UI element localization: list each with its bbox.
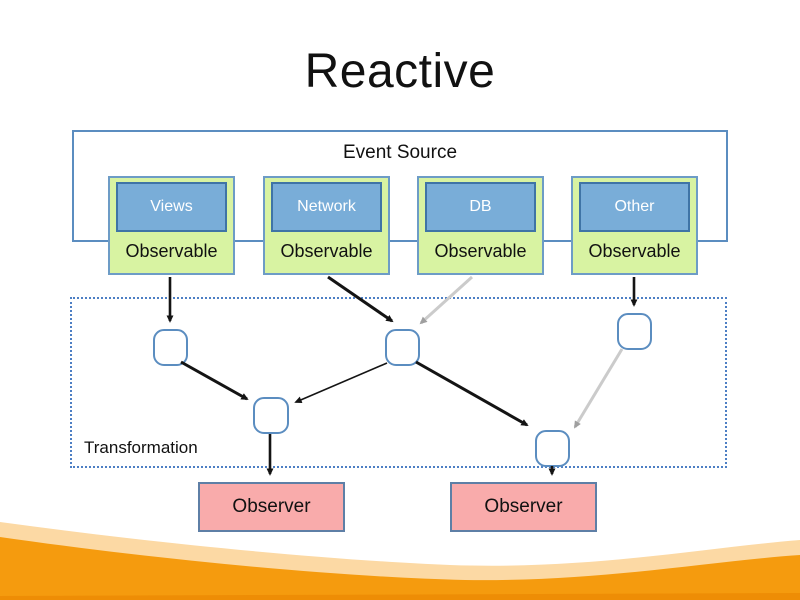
observable-label-db: Observable — [434, 241, 527, 261]
observable-label-views: Observable — [125, 241, 218, 261]
observable-label-network: Observable — [280, 241, 373, 261]
observer-box-2: Observer — [450, 482, 597, 532]
source-box-views: Views — [116, 182, 227, 232]
observable-group-network: Network Observable — [263, 176, 390, 275]
observable-group-views: Views Observable — [108, 176, 235, 275]
stream-node-bottom-right — [535, 430, 570, 467]
source-box-other: Other — [579, 182, 690, 232]
transformation-label: Transformation — [84, 438, 198, 457]
stream-node-left — [153, 329, 188, 366]
wave-decoration — [0, 522, 800, 600]
stream-node-right — [617, 313, 652, 350]
event-source-label: Event Source — [342, 142, 458, 163]
stream-node-center — [385, 329, 420, 366]
slide-title: Reactive — [304, 45, 496, 98]
source-box-db: DB — [425, 182, 536, 232]
observer-box-1: Observer — [198, 482, 345, 532]
transformation-container: Transformation — [70, 297, 727, 468]
wave-orange-layer — [0, 537, 800, 600]
wave-deep-layer — [0, 593, 800, 600]
wave-light-layer — [0, 522, 800, 600]
stream-node-merge — [253, 397, 289, 434]
observable-group-db: DB Observable — [417, 176, 544, 275]
source-box-network: Network — [271, 182, 382, 232]
observable-group-other: Other Observable — [571, 176, 698, 275]
observable-label-other: Observable — [588, 241, 681, 261]
